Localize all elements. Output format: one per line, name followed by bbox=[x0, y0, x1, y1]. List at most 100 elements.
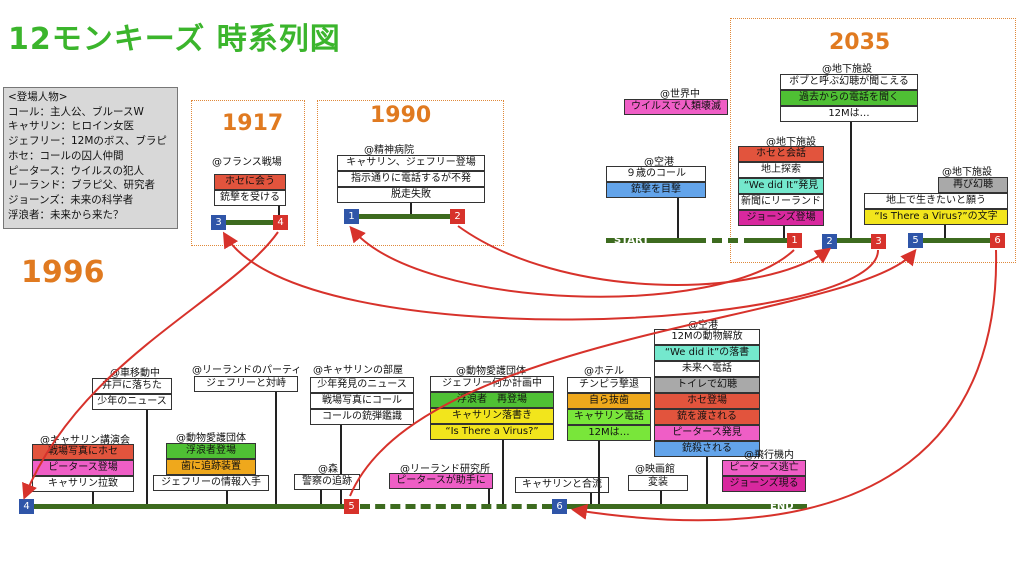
event-box: キャサリン落書き bbox=[430, 408, 554, 424]
event-box: 地上で生きたいと願う bbox=[864, 193, 1008, 209]
end-label: END bbox=[770, 501, 794, 512]
character-list: <登場人物> コール：主人公、ブルースW キャサリン：ヒロイン女医 ジェフリー：… bbox=[3, 87, 178, 229]
location-label: @リーランド研究所 bbox=[400, 464, 490, 475]
arrow-1917-4-to-1996-4 bbox=[22, 231, 279, 500]
character-entry: ホセ：コールの囚人仲間 bbox=[8, 149, 124, 162]
event-connector bbox=[944, 225, 946, 238]
event-connector bbox=[146, 410, 148, 506]
page-title: 12モンキーズ 時系列図 bbox=[8, 22, 341, 57]
location-label: @映画館 bbox=[635, 464, 675, 475]
event-box: 新聞にリーランド bbox=[738, 194, 824, 210]
location-label: @地下施設 bbox=[942, 167, 992, 178]
event-connector bbox=[850, 122, 852, 238]
start-label: START bbox=[614, 235, 650, 246]
marker-6: 6 bbox=[990, 233, 1005, 248]
location-label: @精神病院 bbox=[364, 145, 414, 156]
event-box: 地上探索 bbox=[738, 162, 824, 178]
location-label: @フランス戦場 bbox=[212, 157, 282, 168]
event-box: 銃撃を受ける bbox=[214, 190, 286, 206]
event-box: ホセに会う bbox=[214, 174, 286, 190]
event-box: ホセ登場 bbox=[654, 393, 760, 409]
event-box: 銃を渡される bbox=[654, 409, 760, 425]
character-entry: 浮浪者：未来から来た？ bbox=[8, 208, 124, 221]
event-connector bbox=[320, 490, 322, 506]
event-connector bbox=[677, 198, 679, 238]
event-box: “We did It”発見 bbox=[738, 178, 824, 194]
timeline-2035 bbox=[830, 238, 874, 243]
character-list-header: <登場人物> bbox=[8, 91, 68, 103]
event-box: 戦場写真にホセ bbox=[32, 444, 134, 460]
character-entry: コール：主人公、ブルースW bbox=[8, 105, 144, 118]
event-box: ９歳のコール bbox=[606, 166, 706, 182]
event-box: ジョーンズ登場 bbox=[738, 210, 824, 226]
location-label: @飛行機内 bbox=[744, 450, 794, 461]
era-1990-year: 1990 bbox=[370, 103, 432, 128]
event-box: ジェフリーの情報入手 bbox=[153, 475, 269, 491]
event-box: 浮浪者登場 bbox=[166, 443, 256, 459]
timeline-1996 bbox=[28, 504, 348, 509]
location-label: @地下施設 bbox=[822, 64, 872, 75]
event-box: 銃撃を目撃 bbox=[606, 182, 706, 198]
event-box: ジェフリーと対峙 bbox=[194, 376, 298, 392]
character-entry: ジョーンズ：未来の科学者 bbox=[8, 193, 134, 206]
event-box: 未来へ電話 bbox=[654, 361, 760, 377]
location-label: @空港 bbox=[644, 157, 674, 168]
event-box: トイレで幻聴 bbox=[654, 377, 760, 393]
event-box: ピータース発見 bbox=[654, 425, 760, 441]
event-box: “Is There a Virus?”の文字 bbox=[864, 209, 1008, 225]
marker-1: 1 bbox=[344, 209, 359, 224]
event-box: キャサリン電話 bbox=[567, 409, 651, 425]
event-connector bbox=[340, 425, 342, 506]
era-1917-year: 1917 bbox=[222, 111, 284, 136]
event-box: ピータース逃亡 bbox=[722, 460, 806, 476]
era-1990-frame bbox=[317, 100, 504, 246]
character-entry: リーランド：ブラピ父、研究者 bbox=[8, 179, 155, 192]
event-box: キャサリン、ジェフリー登場 bbox=[337, 155, 485, 171]
timeline-2035 bbox=[754, 238, 788, 243]
event-box: 少年のニュース bbox=[92, 394, 172, 410]
event-connector bbox=[92, 492, 94, 506]
event-box: チンピラ撃退 bbox=[567, 377, 651, 393]
event-connector bbox=[502, 440, 504, 506]
timeline-2035 bbox=[606, 238, 696, 243]
arrow-1996-5-to-2035-5 bbox=[349, 248, 917, 497]
event-box: 戦場写真にコール bbox=[310, 393, 414, 409]
marker-4: 4 bbox=[273, 215, 288, 230]
event-connector bbox=[706, 457, 708, 506]
event-box: ホセと会話 bbox=[738, 146, 824, 162]
event-connector bbox=[410, 203, 412, 215]
event-box: 歯に追跡装置 bbox=[166, 459, 256, 475]
location-label: @キャサリンの部屋 bbox=[313, 365, 403, 376]
timeline-1996 bbox=[567, 504, 807, 509]
marker-5: 5 bbox=[344, 499, 359, 514]
timeline-gap bbox=[696, 238, 754, 243]
event-box: ウイルスで人類壊滅 bbox=[624, 99, 728, 115]
event-box: キャサリンと合流 bbox=[515, 477, 609, 493]
marker-3: 3 bbox=[211, 215, 226, 230]
event-box: ジョーンズ現る bbox=[722, 476, 806, 492]
era-1917-frame bbox=[191, 100, 305, 246]
event-box: 変装 bbox=[628, 475, 688, 491]
event-box: “Is There a Virus?” bbox=[430, 424, 554, 440]
event-box: “We did it”の落書 bbox=[654, 345, 760, 361]
location-label: @地下施設 bbox=[766, 137, 816, 148]
event-box: 再び幻聴 bbox=[938, 177, 1008, 193]
event-connector bbox=[278, 206, 280, 220]
event-box: ボブと呼ぶ幻聴が聞こえる bbox=[780, 74, 918, 90]
arrow-2035-3-to-1917-3 bbox=[222, 231, 880, 321]
character-entry: ジェフリー：12Mのボス、ブラピ bbox=[8, 135, 167, 148]
marker-6: 6 bbox=[552, 499, 567, 514]
event-box: 12Mの動物解放 bbox=[654, 329, 760, 345]
marker-4: 4 bbox=[19, 499, 34, 514]
event-connector bbox=[275, 392, 277, 506]
event-box: 井戸に落ちた bbox=[92, 378, 172, 394]
event-connector bbox=[590, 493, 592, 506]
event-box: コールの銃弾鑑識 bbox=[310, 409, 414, 425]
timeline-2035 bbox=[915, 238, 993, 243]
event-connector bbox=[226, 491, 228, 506]
location-label: @ホテル bbox=[584, 366, 624, 377]
era-2035-year: 2035 bbox=[829, 30, 891, 55]
character-entry: キャサリン：ヒロイン女医 bbox=[8, 120, 134, 133]
event-box: 12Mは… bbox=[567, 425, 651, 441]
